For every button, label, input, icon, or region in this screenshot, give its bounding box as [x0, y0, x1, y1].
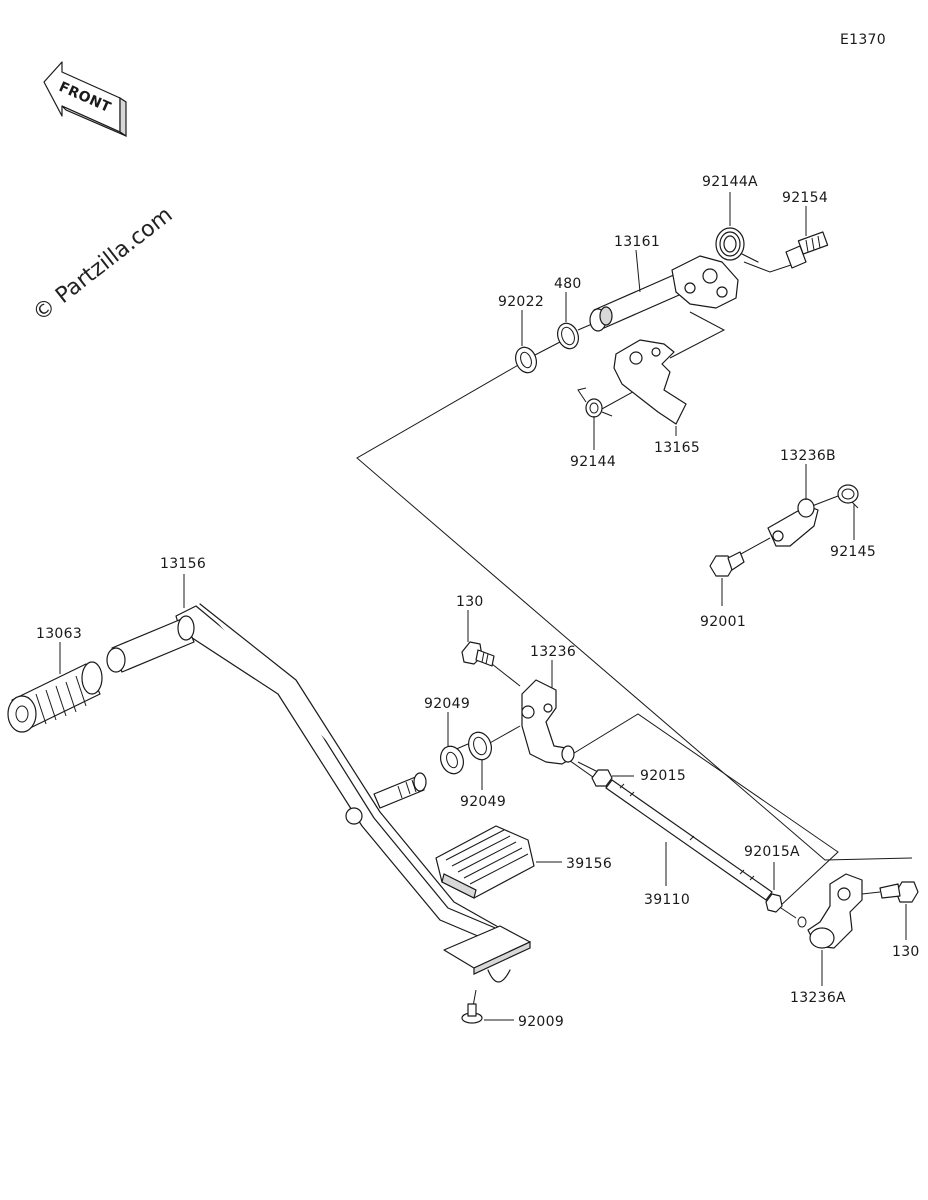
seal-92049-b[interactable] — [465, 729, 495, 763]
label-13236[interactable]: 13236 — [530, 644, 576, 660]
screw-92009[interactable] — [461, 1003, 483, 1024]
label-39110[interactable]: 39110 — [644, 892, 690, 908]
circlip-480[interactable] — [554, 320, 582, 351]
bolt-130-upper[interactable] — [461, 641, 495, 667]
stud-92154[interactable] — [785, 231, 829, 269]
part-labels: 92144A 92154 13161 480 92022 92144 13165… — [36, 174, 920, 1030]
label-130-upper[interactable]: 130 — [456, 594, 484, 610]
pedal-rubber-39156[interactable] — [435, 825, 535, 899]
spring-92145[interactable] — [837, 484, 859, 509]
label-92049-a[interactable]: 92049 — [424, 696, 470, 712]
seal-92049-a[interactable] — [437, 743, 467, 777]
label-92144A[interactable]: 92144A — [702, 174, 758, 190]
label-13236A[interactable]: 13236A — [790, 990, 846, 1006]
bolt-130-right[interactable] — [879, 881, 919, 903]
label-92015[interactable]: 92015 — [640, 768, 686, 784]
footpeg-rubber-13063[interactable] — [7, 661, 103, 733]
label-92145[interactable]: 92145 — [830, 544, 876, 560]
arm-13236A[interactable] — [797, 873, 863, 949]
shift-arm-13236[interactable] — [521, 679, 575, 765]
brake-pedal-pad — [443, 925, 531, 983]
nut-92015[interactable] — [591, 769, 613, 787]
washer-92022[interactable] — [512, 344, 540, 375]
label-39156[interactable]: 39156 — [566, 856, 612, 872]
label-13165[interactable]: 13165 — [654, 440, 700, 456]
arm-13236B[interactable] — [767, 498, 819, 547]
label-13161[interactable]: 13161 — [614, 234, 660, 250]
watermark: © Partzilla.com — [28, 203, 177, 327]
label-92144[interactable]: 92144 — [570, 454, 616, 470]
label-13236B[interactable]: 13236B — [780, 448, 836, 464]
spring-92144[interactable] — [577, 387, 613, 418]
label-130-right[interactable]: 130 — [892, 944, 920, 960]
label-92009[interactable]: 92009 — [518, 1014, 564, 1030]
label-13063[interactable]: 13063 — [36, 626, 82, 642]
front-arrow-icon: FRONT — [43, 61, 127, 138]
nut-92015A[interactable] — [765, 893, 783, 913]
label-480[interactable]: 480 — [554, 276, 582, 292]
shift-shaft-13161[interactable] — [589, 255, 739, 332]
label-92015A[interactable]: 92015A — [744, 844, 800, 860]
tie-rod-39110[interactable] — [605, 779, 773, 901]
torsion-spring-92144A[interactable] — [715, 227, 759, 263]
diagram-code: E1370 — [840, 32, 886, 48]
leader-lines — [59, 192, 907, 1021]
label-13156[interactable]: 13156 — [160, 556, 206, 572]
bolt-92001[interactable] — [709, 551, 745, 577]
shift-lever-13156[interactable] — [106, 603, 501, 943]
label-92022[interactable]: 92022 — [498, 294, 544, 310]
shift-plate-13165[interactable] — [613, 339, 687, 425]
label-92154[interactable]: 92154 — [782, 190, 828, 206]
label-92049-b[interactable]: 92049 — [460, 794, 506, 810]
label-92001[interactable]: 92001 — [700, 614, 746, 630]
